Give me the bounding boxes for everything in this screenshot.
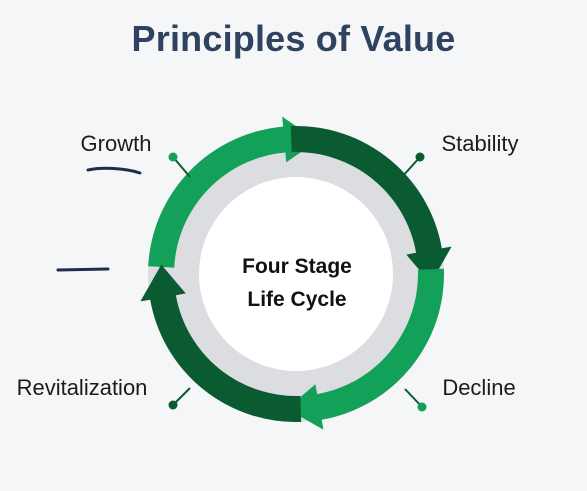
arc-segment-revitalization (140, 264, 302, 422)
connector-revitalization (168, 387, 191, 410)
center-title-line1: Four Stage (242, 255, 352, 278)
annotation-underline-growth (86, 166, 142, 175)
center-title-line2: Life Cycle (247, 288, 346, 311)
connector-growth (168, 152, 191, 178)
stage-label-decline: Decline (442, 375, 515, 400)
arc-segment-decline (286, 268, 444, 430)
page-title: Principles of Value (131, 18, 456, 59)
stage-label-growth: Growth (81, 131, 152, 156)
arc-segment-stability (290, 126, 452, 284)
annotation-dash (56, 267, 110, 272)
inner-disc (199, 177, 393, 371)
connector-stability (401, 152, 425, 178)
stage-label-stability: Stability (441, 131, 518, 156)
connector-decline (404, 388, 427, 412)
stage-label-revitalization: Revitalization (17, 375, 148, 400)
